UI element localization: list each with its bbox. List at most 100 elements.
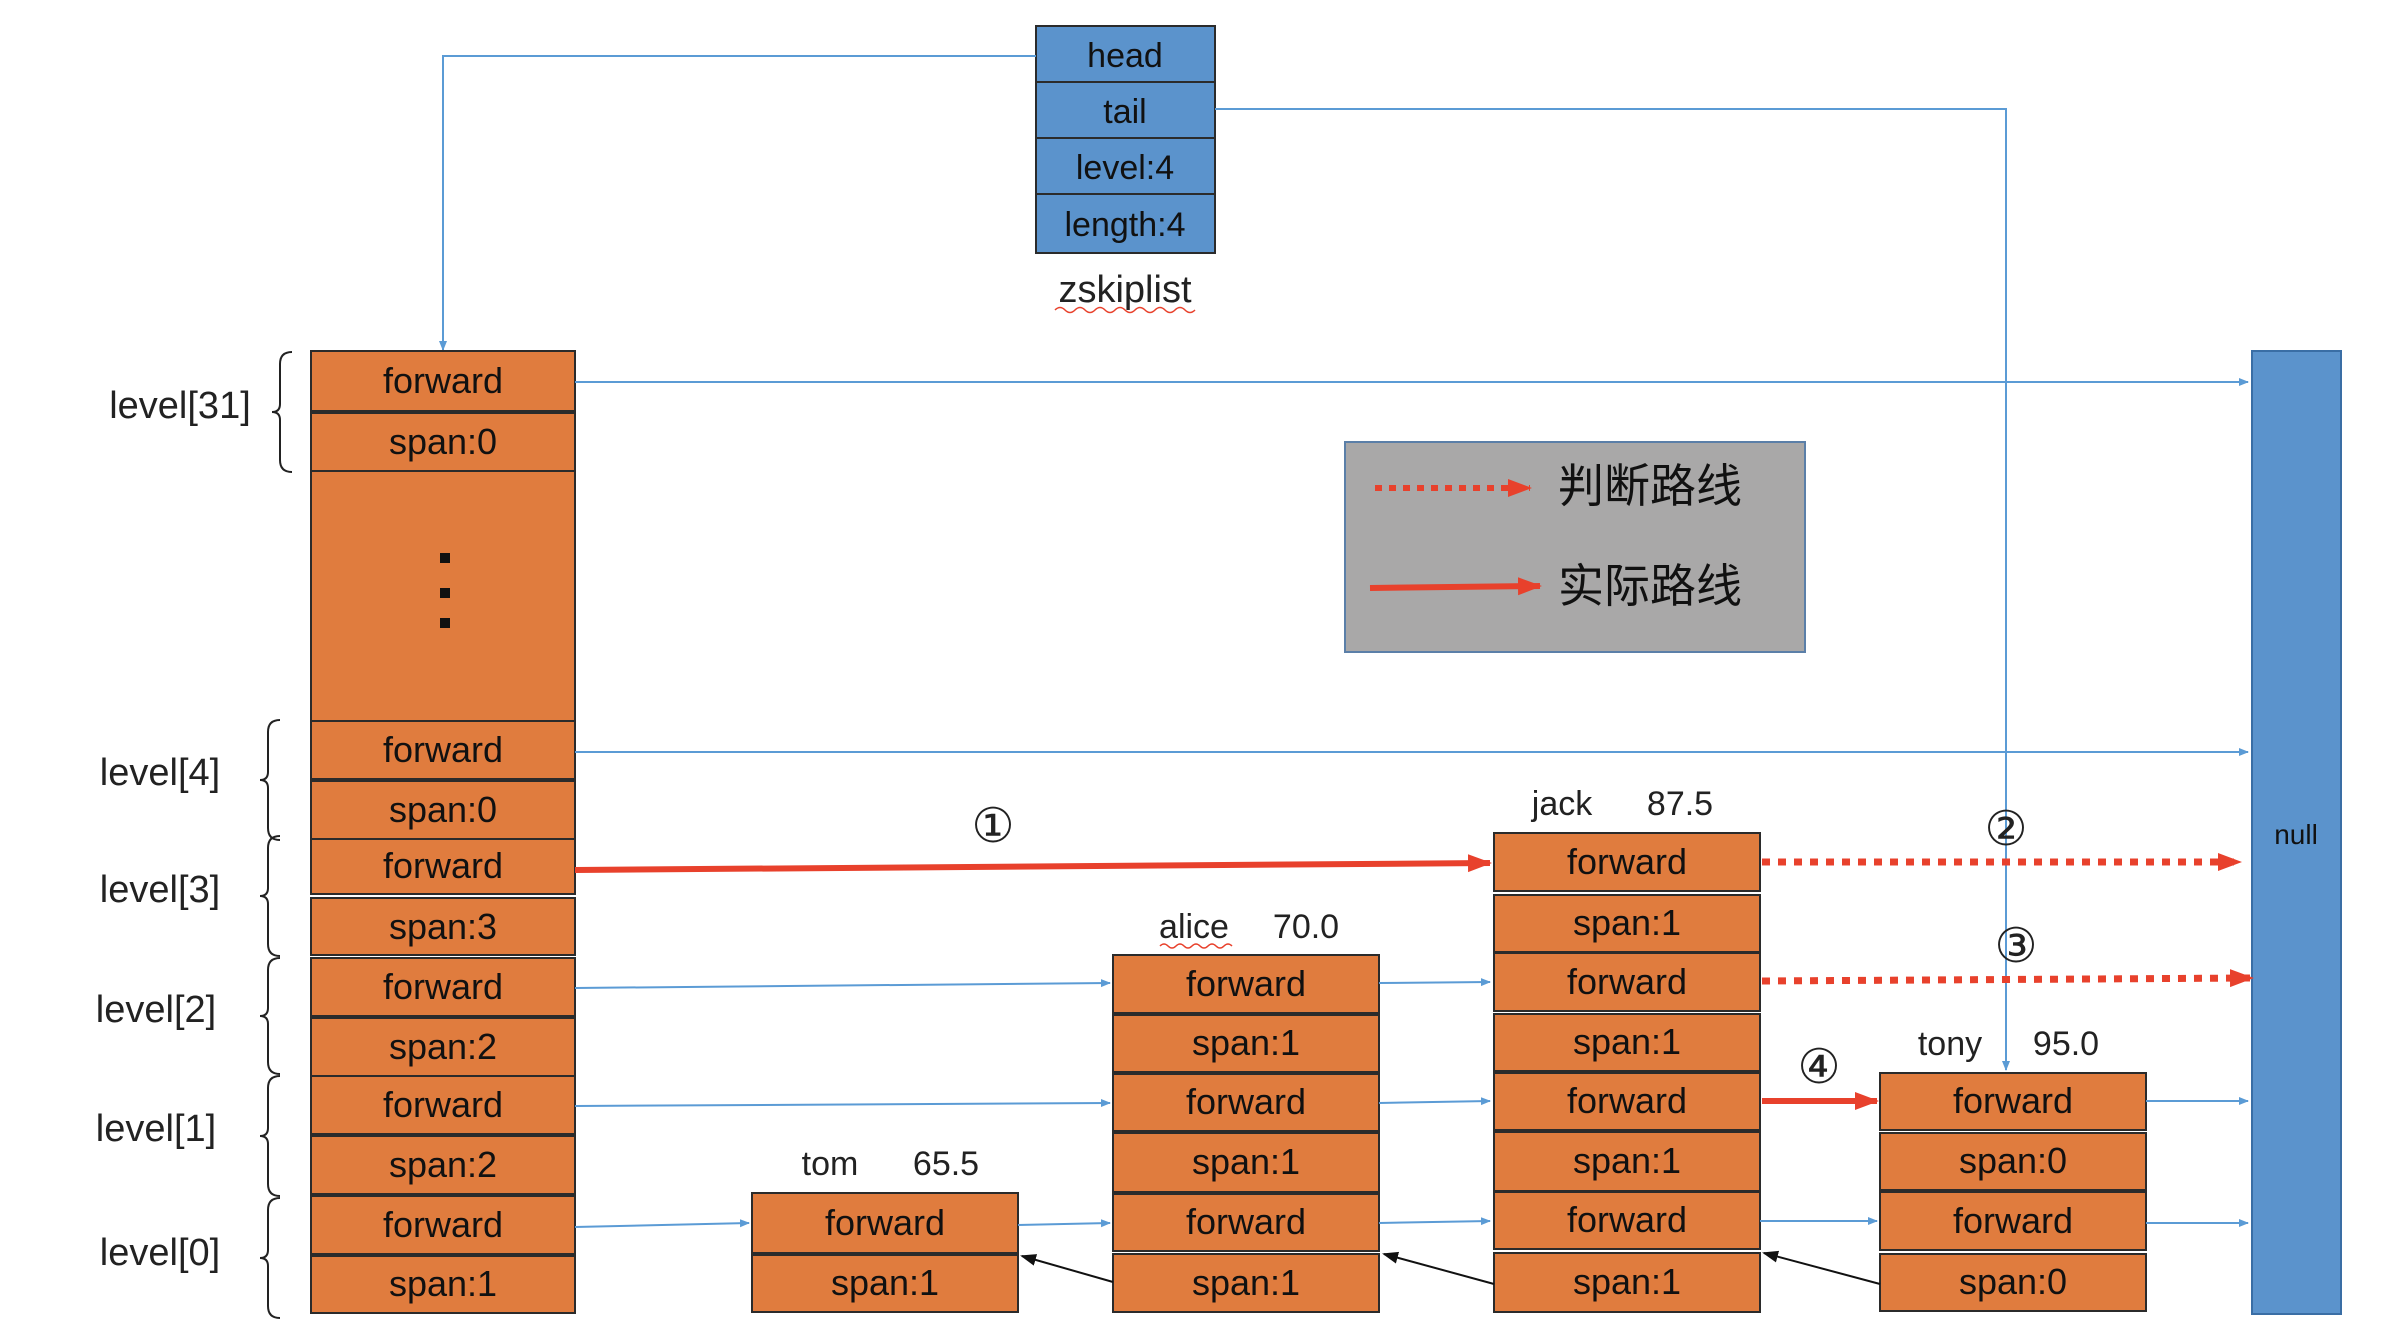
hdr-l3-span <box>310 897 576 956</box>
node-tony: tony 95.0 forward span:0 forward span:0 <box>1879 1025 2147 1312</box>
jack-l3-forward-label: forward <box>1567 841 1687 882</box>
alice-l0-forward-label: forward <box>1186 1201 1306 1242</box>
null-block <box>2251 350 2342 1315</box>
alice-l1-span-label: span:1 <box>1192 1141 1300 1182</box>
node-tony-name: tony <box>1918 1025 1982 1063</box>
legend-solid-arrow <box>1369 577 1542 596</box>
jack-l3-span <box>1493 894 1761 953</box>
alice-l0-forward <box>1112 1193 1380 1252</box>
hdr-l4-span-label: span:0 <box>389 789 497 830</box>
spellcheck-underline <box>1054 306 1196 314</box>
node-alice-name: alice <box>1159 908 1229 946</box>
ptr-tom-alice-l0 <box>1017 1219 1111 1228</box>
tony-l1-forward-label: forward <box>1953 1080 2073 1121</box>
level-brace <box>259 957 281 1075</box>
legend-box <box>1344 441 1806 653</box>
level-brace <box>259 719 281 841</box>
alice-l0-span <box>1112 1253 1380 1313</box>
hdr-l31-span <box>310 412 576 472</box>
ellipsis-dot <box>440 588 450 598</box>
alice-l2-span <box>1112 1014 1380 1073</box>
zskiplist-length-label: length:4 <box>1065 206 1186 244</box>
hdr-l1-span <box>310 1135 576 1195</box>
step-2-marker: ② <box>1984 803 2027 856</box>
header-node: forward span:0 forward span:0 forward sp… <box>310 350 576 1314</box>
jack-l0-span-label: span:1 <box>1573 1261 1681 1302</box>
alice-l1-forward <box>1112 1073 1380 1132</box>
zskiplist-tail-label: tail <box>1103 93 1146 131</box>
level-label-0: level[0] <box>100 1232 220 1274</box>
hdr-l4-forward-label: forward <box>383 729 503 770</box>
hdr-l2-forward <box>310 957 576 1017</box>
ellipsis-dot <box>440 618 450 628</box>
jack-l1-forward-label: forward <box>1567 1080 1687 1121</box>
level-label-31: level[31] <box>109 385 251 427</box>
level-label-2: level[2] <box>96 989 216 1031</box>
alice-l2-forward <box>1112 954 1380 1014</box>
zskiplist-struct: head tail level:4 length:4 zskiplist <box>1035 25 1216 314</box>
tom-l0-forward <box>751 1192 1019 1254</box>
zskiplist-tail-cell <box>1035 81 1216 139</box>
route-step1-actual <box>574 854 1492 873</box>
hdr-l0-forward-label: forward <box>383 1204 503 1245</box>
tom-l0-span <box>751 1254 1019 1313</box>
hdr-l0-span-label: span:1 <box>389 1263 497 1304</box>
jack-l3-forward <box>1493 832 1761 892</box>
spellcheck-underline <box>1159 943 1233 949</box>
tony-l0-forward <box>1879 1191 2147 1251</box>
ellipsis-dot <box>440 553 450 563</box>
zskiplist-caption: zskiplist <box>1058 269 1191 311</box>
hdr-l2-span <box>310 1017 576 1077</box>
ptr-hdr-alice-l2 <box>574 979 1111 989</box>
node-tom-score: 65.5 <box>913 1145 979 1183</box>
level-brace <box>271 351 293 473</box>
legend-solid-label: 实际路线 <box>1558 559 1742 613</box>
step-4-marker: ④ <box>1797 1041 1840 1094</box>
node-tom: tom 65.5 forward span:1 <box>751 1145 1019 1313</box>
legend-dotted-label: 判断路线 <box>1558 459 1742 513</box>
route-step3-check <box>1761 969 2254 988</box>
hdr-l1-span-label: span:2 <box>389 1144 497 1185</box>
back-jack-alice <box>1382 1251 1495 1285</box>
jack-l0-span <box>1493 1252 1761 1313</box>
tony-l0-span-label: span:0 <box>1959 1261 2067 1302</box>
level-label-1: level[1] <box>96 1108 216 1150</box>
hdr-l1-forward <box>310 1075 576 1135</box>
node-jack-name: jack <box>1531 785 1593 823</box>
step-markers: ① ② ③ ④ <box>971 800 2037 1094</box>
zskiplist-head-label: head <box>1087 37 1163 75</box>
hdr-l31-span-label: span:0 <box>389 421 497 462</box>
node-jack: jack 87.5 forward span:1 forward span:1 … <box>1493 785 1761 1313</box>
backward-pointers <box>1020 1250 1881 1285</box>
ptr-alice-jack-l2 <box>1378 978 1491 987</box>
node-tony-score: 95.0 <box>2033 1025 2099 1063</box>
hdr-l2-span-label: span:2 <box>389 1026 497 1067</box>
tom-l0-span-label: span:1 <box>831 1262 939 1303</box>
jack-l1-span <box>1493 1131 1761 1192</box>
tom-l0-forward-label: forward <box>825 1202 945 1243</box>
hdr-l3-forward <box>310 838 576 895</box>
zskiplist-level-label: level:4 <box>1076 149 1174 187</box>
zskiplist-length-cell <box>1035 193 1216 254</box>
alice-l0-span-label: span:1 <box>1192 1262 1300 1303</box>
level-brace <box>259 835 281 957</box>
jack-l2-forward-label: forward <box>1567 961 1687 1002</box>
tony-l0-forward-label: forward <box>1953 1200 2073 1241</box>
tony-l0-span <box>1879 1253 2147 1312</box>
hdr-l0-span <box>310 1255 576 1314</box>
hdr-l1-forward-label: forward <box>383 1084 503 1125</box>
jack-l2-span-label: span:1 <box>1573 1021 1681 1062</box>
step-1-marker: ① <box>971 800 1014 853</box>
legend: 判断路线 实际路线 <box>1344 441 1806 653</box>
ptr-hdr-alice-l1 <box>574 1099 1111 1108</box>
level-label-3: level[3] <box>100 869 220 911</box>
level-brace <box>259 1197 281 1319</box>
jack-l1-forward <box>1493 1072 1761 1131</box>
hdr-l4-forward <box>310 720 576 780</box>
node-jack-score: 87.5 <box>1647 785 1713 823</box>
node-alice-score: 70.0 <box>1273 908 1339 946</box>
alice-l1-span <box>1112 1132 1380 1193</box>
alice-l1-forward-label: forward <box>1186 1081 1306 1122</box>
null-label: null <box>2274 819 2318 850</box>
head-pointer <box>439 55 1036 351</box>
